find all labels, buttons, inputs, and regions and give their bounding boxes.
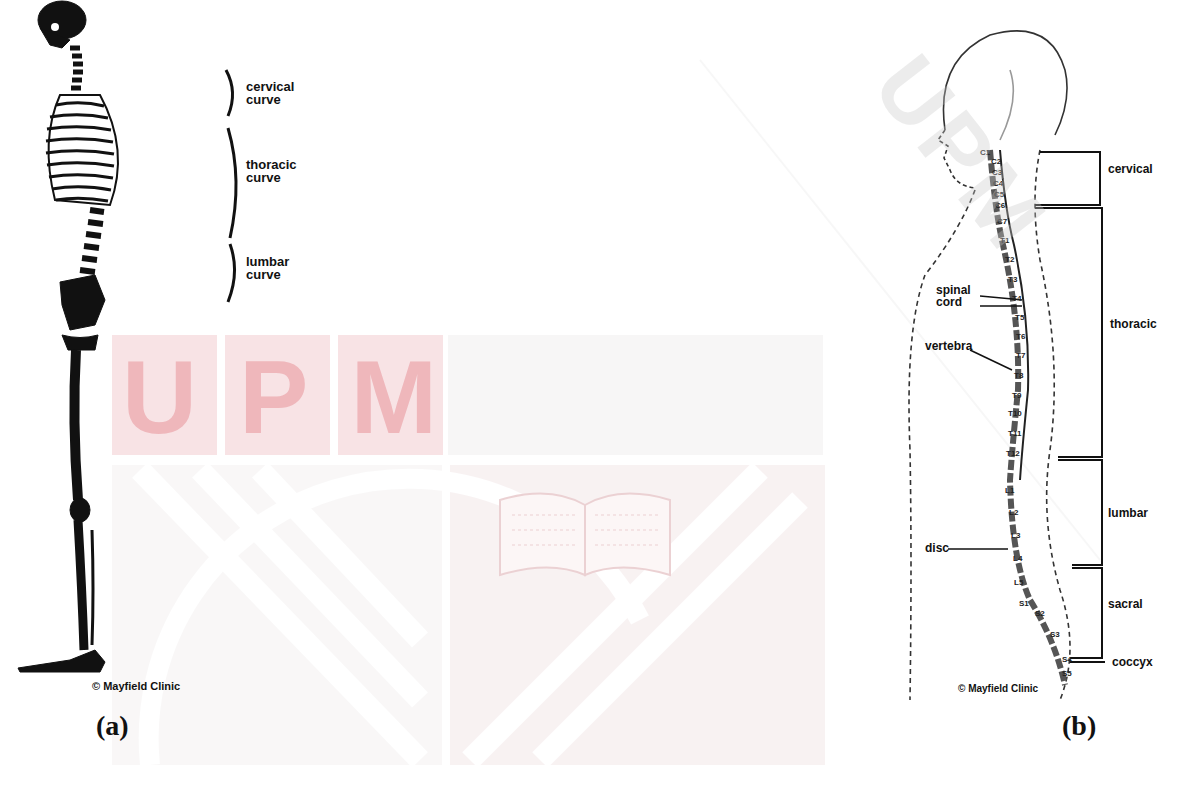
vertebra-number: T8 xyxy=(1014,372,1044,380)
copyright-note: © Mayfield Clinic xyxy=(958,684,1108,694)
vertebra-number: S3 xyxy=(1050,631,1080,639)
region-label: lumbar xyxy=(1108,507,1176,519)
vertebra-number: L5 xyxy=(1014,579,1044,587)
vertebra-number: S2 xyxy=(1035,610,1065,618)
curve-label: lumbar curve xyxy=(246,255,306,281)
vertebra-number: T6 xyxy=(1016,333,1046,341)
region-label: cervical xyxy=(1108,163,1178,175)
vertebra-number: T3 xyxy=(1008,276,1038,284)
watermark: UPM xyxy=(122,345,482,449)
callout-label: disc xyxy=(925,542,965,554)
panel-label: (b) xyxy=(1062,712,1142,740)
vertebra-number: L3 xyxy=(1011,532,1041,540)
callout-label: vertebra xyxy=(925,340,995,352)
vertebra-number: L1 xyxy=(1005,487,1035,495)
panel-label: (a) xyxy=(96,712,176,740)
vertebra-number: T7 xyxy=(1016,352,1046,360)
curve-label: cervical curve xyxy=(246,80,306,106)
vertebra-number: T4 xyxy=(1012,295,1042,303)
vertebra-number: T10 xyxy=(1008,410,1038,418)
copyright-note: © Mayfield Clinic xyxy=(92,681,242,692)
vertebra-number: T12 xyxy=(1006,450,1036,458)
callout-label: spinal cord xyxy=(936,284,984,308)
region-label: coccyx xyxy=(1112,656,1178,668)
skeleton-side-view xyxy=(18,1,118,672)
watermark: UPM xyxy=(859,40,1090,300)
vertebra-number: T9 xyxy=(1012,392,1042,400)
curve-bracket xyxy=(226,70,236,302)
curve-label: thoracic curve xyxy=(246,158,306,184)
vertebra-number: L2 xyxy=(1009,509,1039,517)
vertebra-number: S5 xyxy=(1062,670,1092,678)
vertebra-number: T11 xyxy=(1008,430,1038,438)
vertebra-number: S1 xyxy=(1019,600,1049,608)
vertebra-number: L4 xyxy=(1013,555,1043,563)
vertebra-number: S4 xyxy=(1062,656,1092,664)
region-label: thoracic xyxy=(1110,318,1178,330)
vertebra-number: T5 xyxy=(1015,314,1045,322)
region-label: sacral xyxy=(1108,598,1176,610)
